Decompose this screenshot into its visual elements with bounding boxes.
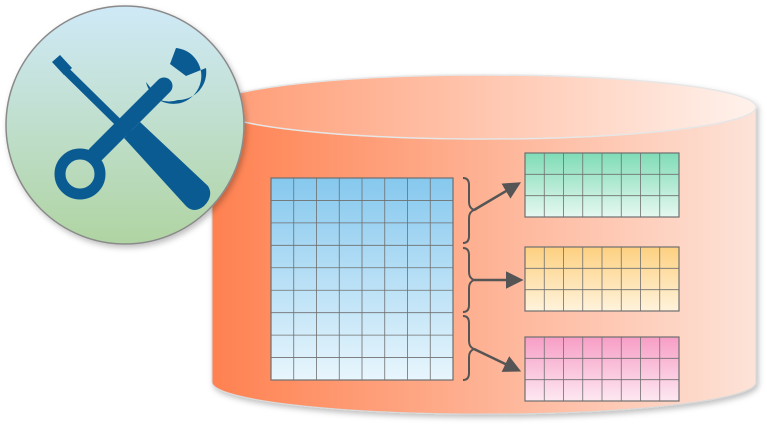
partition-tables <box>524 152 680 402</box>
tool-badge <box>5 5 245 245</box>
cylinder-top <box>211 74 757 140</box>
source-table-grid <box>270 177 454 381</box>
partition-connectors <box>462 177 524 381</box>
partition-table-2 <box>524 246 680 312</box>
arrow-to-partition-1 <box>473 182 522 212</box>
wrench-icon <box>54 48 207 200</box>
partition-table-1 <box>524 152 680 218</box>
partition-table-3 <box>524 336 680 402</box>
arrow-to-partition-3 <box>473 347 522 372</box>
source-table <box>270 177 454 381</box>
